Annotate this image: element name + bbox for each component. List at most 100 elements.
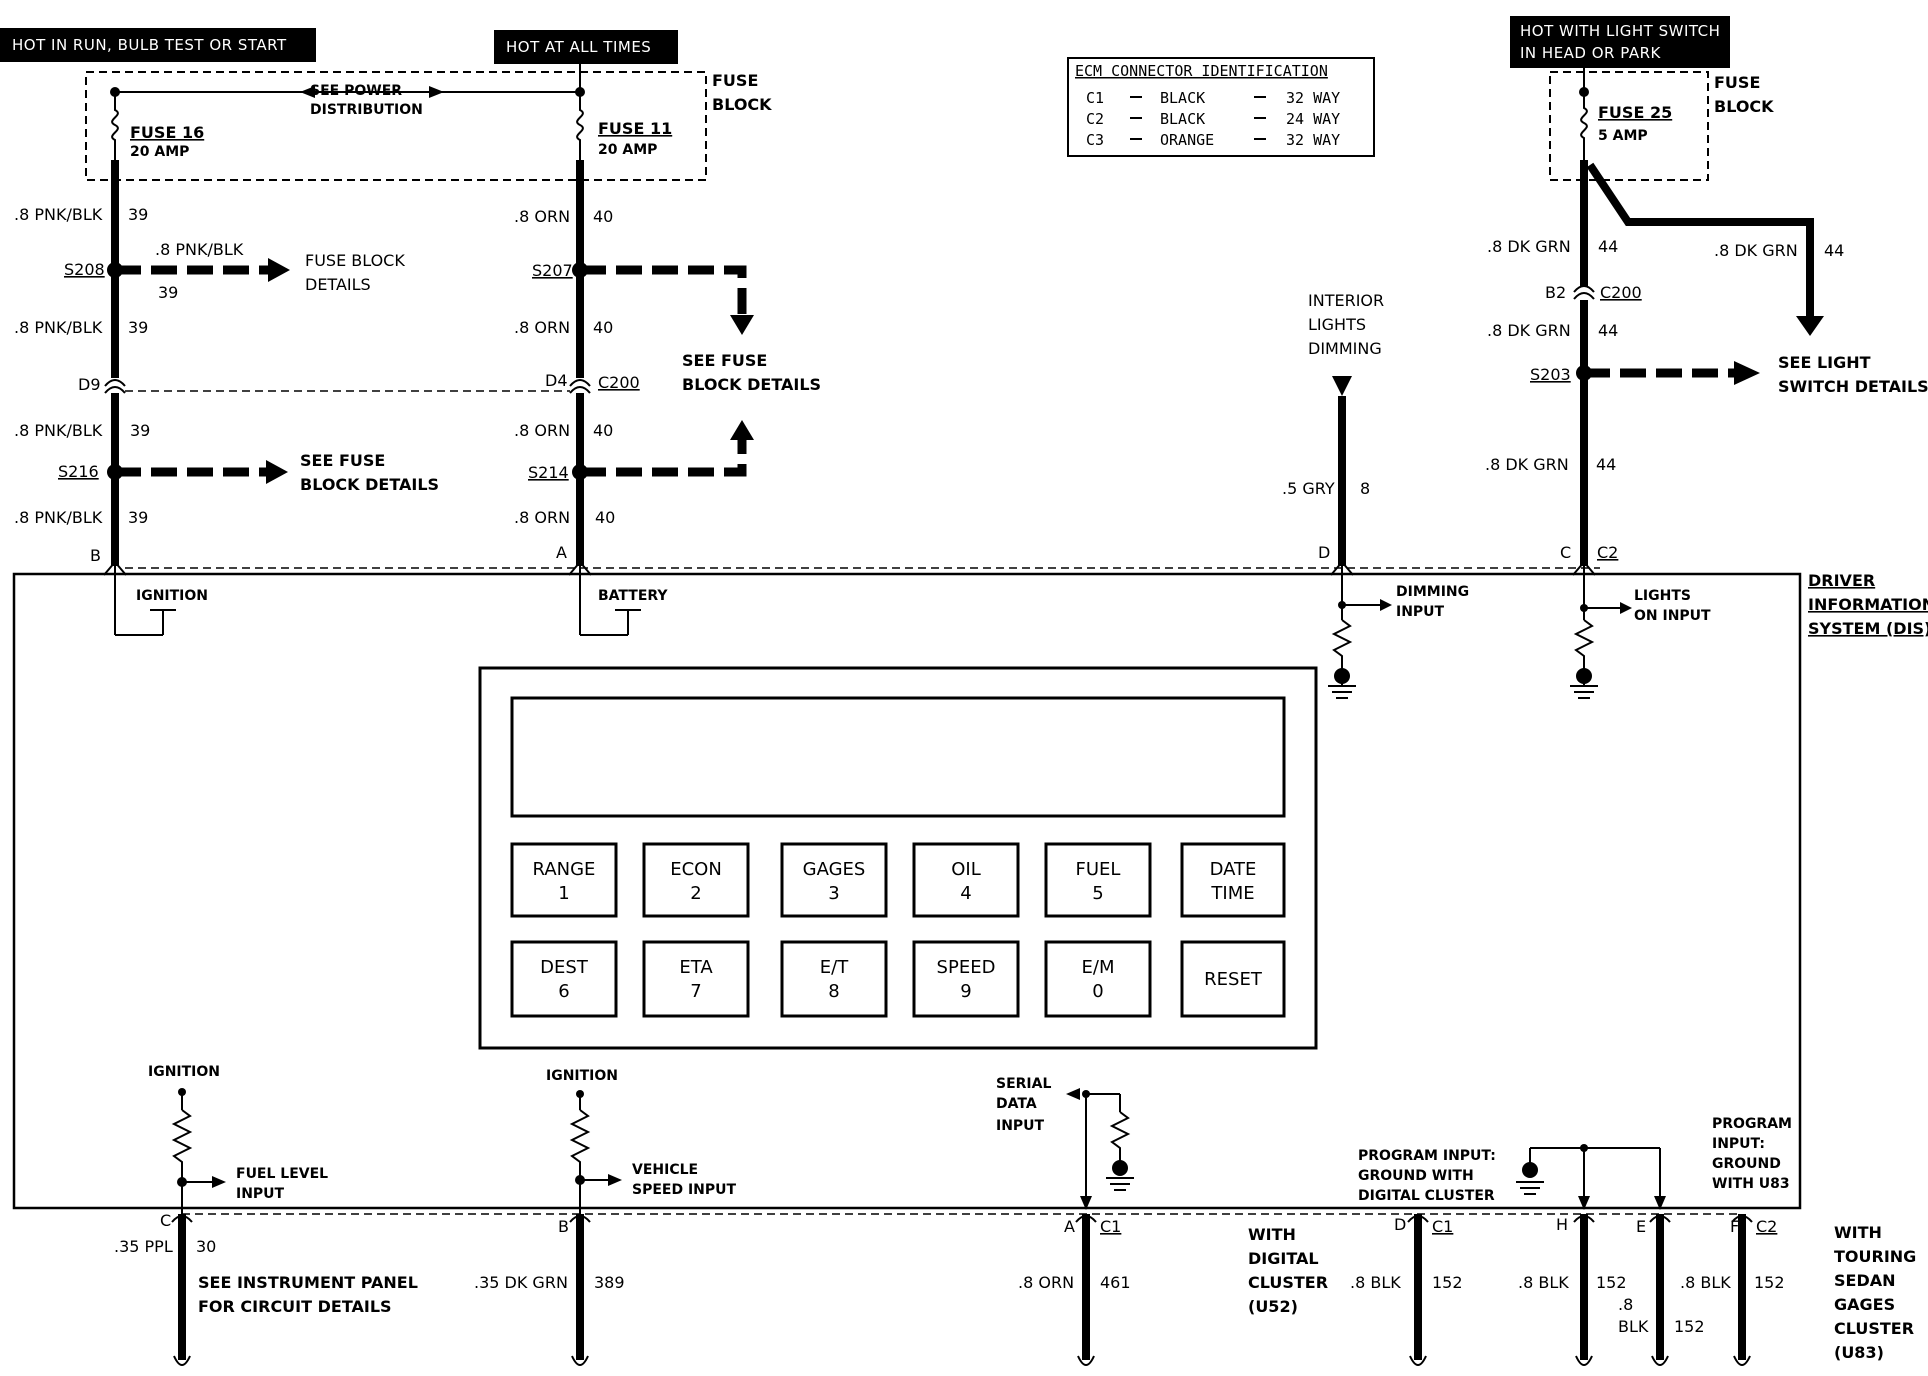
ecm-row-1-ways: 32 WAY: [1286, 89, 1340, 107]
ecm-row-2-color: BLACK: [1160, 110, 1205, 128]
lights-on-input-arrow: [1620, 602, 1632, 614]
see-power-arrow-left: [429, 86, 444, 98]
hot-light-switch-label-1: HOT WITH LIGHT SWITCH: [1520, 22, 1720, 40]
dimming-pin-d: D: [1318, 543, 1330, 562]
wire-40-label-4: .8 ORN: [514, 508, 570, 527]
splice-s207-label: S207: [532, 261, 573, 280]
wire-389-break: [571, 1355, 589, 1366]
pin-f-label: F: [1730, 1217, 1739, 1236]
fuse-16-name: FUSE 16: [130, 123, 204, 142]
key-fuel-5[interactable]: [1044, 842, 1152, 918]
wire-44-circuit-2: 44: [1598, 321, 1618, 340]
fuse-11-name: FUSE 11: [598, 119, 672, 138]
see-power-label-2: DISTRIBUTION: [310, 102, 423, 118]
key-em-label: E/M: [1082, 957, 1115, 978]
vehicle-speed-label-1: VEHICLE: [632, 1162, 698, 1178]
key-gages-3[interactable]: [780, 842, 888, 918]
key-eta-7[interactable]: [642, 940, 750, 1018]
fuse-11-rating: 20 AMP: [598, 142, 657, 158]
dimming-input-label-2: INPUT: [1396, 604, 1445, 620]
serial-data-node: [1082, 1090, 1090, 1098]
wire-39-circuit-3: 39: [130, 421, 150, 440]
dimming-feed-arrow: [1332, 376, 1352, 396]
wire-44-branch: [1586, 162, 1814, 318]
vehicle-speed-node: [575, 1175, 585, 1185]
wire-8-label: .5 GRY: [1282, 479, 1335, 498]
wire-39-label-3: .8 PNK/BLK: [14, 421, 103, 440]
wire-461-break: [1077, 1355, 1095, 1366]
prog-u83-label-3: GROUND: [1712, 1156, 1781, 1172]
wire-39-label-1: .8 PNK/BLK: [14, 205, 103, 224]
connector-c200-label-right: C200: [1600, 283, 1642, 302]
key-econ-2[interactable]: [642, 842, 750, 918]
fuel-level-label-1: FUEL LEVEL: [236, 1166, 328, 1182]
mid-see-fuse-2: BLOCK DETAILS: [682, 375, 821, 394]
connector-d4-label: D4: [545, 371, 568, 390]
key-et-8[interactable]: [780, 940, 888, 1018]
wire-40-circuit-1: 40: [593, 207, 613, 226]
key-dest-6[interactable]: [510, 940, 618, 1018]
fuse-25-name: FUSE 25: [1598, 103, 1672, 122]
mid-see-fuse-1: SEE FUSE: [682, 351, 767, 370]
program-input-circuit: [1516, 1147, 1661, 1198]
dimming-ground-node: [1334, 668, 1350, 684]
key-oil-4[interactable]: [912, 842, 1020, 918]
s208-branch-wire-label: .8 PNK/BLK: [155, 240, 244, 259]
key-eta-label: ETA: [679, 957, 713, 978]
key-reset-label: RESET: [1204, 969, 1263, 990]
dis-label-2: INFORMATION: [1808, 595, 1928, 614]
s208-arrow: [268, 258, 290, 282]
ecm-row-1-id: C1: [1086, 89, 1104, 107]
connector-b2-symbol-2: [1573, 292, 1595, 300]
hot-always-label: HOT AT ALL TIMES: [506, 38, 651, 56]
ignition-input-symbol: [103, 560, 176, 636]
s208-details-2: DETAILS: [305, 275, 371, 294]
fuel-level-node: [177, 1177, 187, 1187]
key-reset[interactable]: [1180, 940, 1286, 1018]
with-digital-4: (U52): [1248, 1297, 1298, 1316]
wire-152-h-break: [1575, 1355, 1593, 1366]
wire-44-branch-arrow: [1796, 316, 1824, 336]
ecm-row-3-color: ORANGE: [1160, 131, 1214, 149]
fuse-25-block-label-2: BLOCK: [1714, 97, 1774, 116]
fuse-25-rating: 5 AMP: [1598, 128, 1648, 144]
prog-digital-label-2: GROUND WITH: [1358, 1168, 1474, 1184]
speed-ignition-label: IGNITION: [546, 1068, 618, 1084]
with-u83-1: WITH: [1834, 1223, 1882, 1242]
s216-see-fuse-2: BLOCK DETAILS: [300, 475, 439, 494]
serial-data-arrow-left: [1066, 1088, 1080, 1100]
prog-u83-label-2: INPUT:: [1712, 1136, 1765, 1152]
wire-39-label-4: .8 PNK/BLK: [14, 508, 103, 527]
wire-389-label: .35 DK GRN: [474, 1273, 568, 1292]
with-u83-6: (U83): [1834, 1343, 1884, 1362]
wire-44-circuit-1: 44: [1598, 237, 1618, 256]
ecm-row-1-color: BLACK: [1160, 89, 1205, 107]
wire-152-d-label: .8 BLK: [1350, 1273, 1401, 1292]
wire-44-label-2: .8 DK GRN: [1487, 321, 1571, 340]
key-range-1[interactable]: [510, 842, 618, 918]
key-et-number: 8: [828, 981, 839, 1002]
s203-arrow: [1734, 361, 1760, 385]
program-junction-node: [1580, 1144, 1588, 1152]
key-date-time[interactable]: [1180, 842, 1286, 918]
connector-d4-symbol: [569, 379, 591, 387]
fuse-16-symbol: [111, 92, 119, 160]
key-date-label: DATE: [1210, 859, 1257, 880]
prog-digital-label-1: PROGRAM INPUT:: [1358, 1148, 1496, 1164]
key-em-0[interactable]: [1044, 940, 1152, 1018]
dis-label-3: SYSTEM (DIS): [1808, 619, 1928, 638]
key-speed-9[interactable]: [912, 940, 1020, 1018]
wire-44-circuit-3: 44: [1596, 455, 1616, 474]
with-u83-5: CLUSTER: [1834, 1319, 1914, 1338]
pin-d-conn-c1: C1: [1432, 1217, 1453, 1236]
pin-c-label: C: [160, 1211, 171, 1230]
dis-keypad: RANGE 1 ECON 2 GAGES 3 OIL 4 FUEL 5 DATE…: [510, 842, 1286, 1018]
dimming-title-2: LIGHTS: [1308, 315, 1366, 334]
wire-152-f-circuit: 152: [1754, 1273, 1785, 1292]
s208-branch-circuit: 39: [158, 283, 178, 302]
prog-digital-label-3: DIGITAL CLUSTER: [1358, 1188, 1495, 1204]
with-digital-2: DIGITAL: [1248, 1249, 1319, 1268]
see-light-1: SEE LIGHT: [1778, 353, 1871, 372]
wire-40-label-2: .8 ORN: [514, 318, 570, 337]
lights-on-input-node: [1580, 604, 1588, 612]
